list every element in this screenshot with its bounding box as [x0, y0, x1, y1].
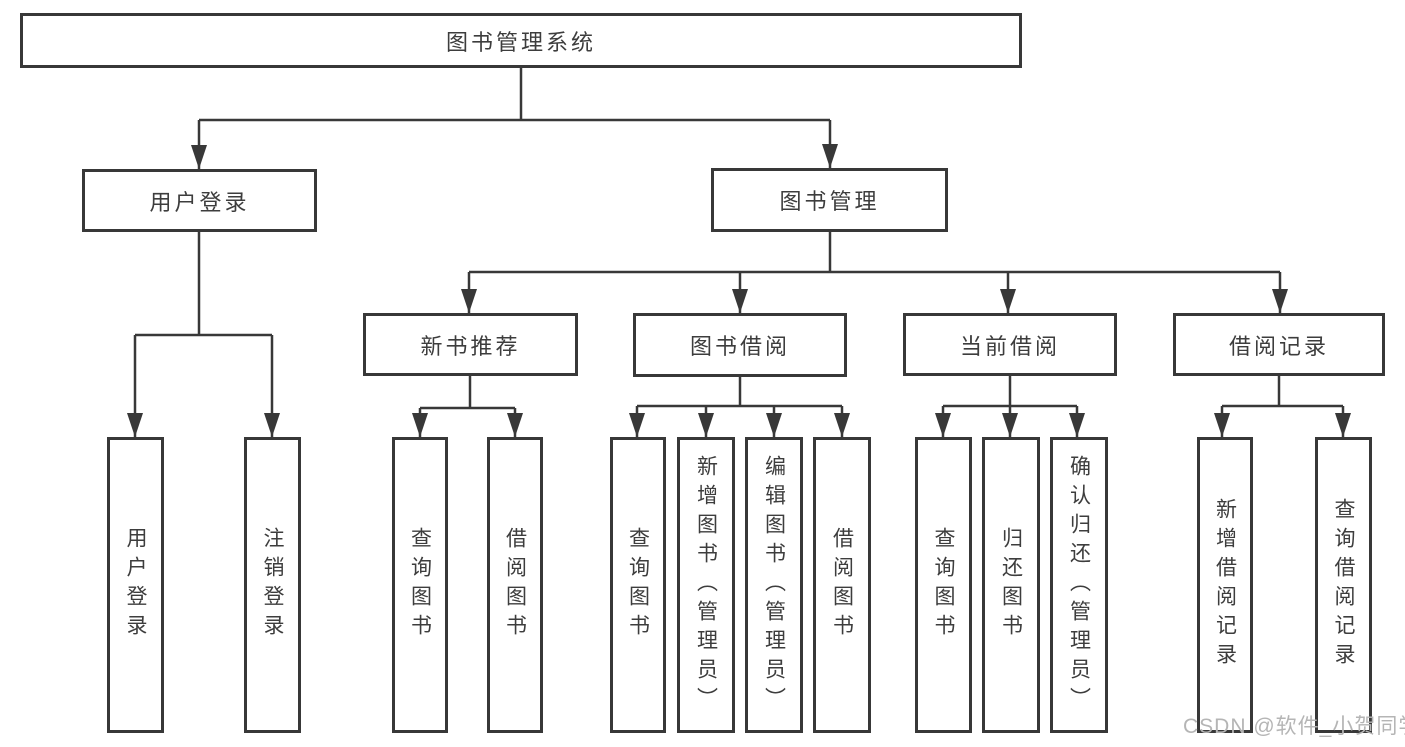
- leaf-query-book-2: 查询图书: [610, 437, 666, 733]
- node-borrow-record: 借阅记录: [1173, 313, 1385, 376]
- leaf-add-borrow-record: 新增借阅记录: [1197, 437, 1253, 733]
- leaf-return-book: 归还图书: [982, 437, 1040, 733]
- leaf-confirm-return-admin-label: 确认归还（管理员）: [1067, 454, 1091, 716]
- node-book-borrow: 图书借阅: [633, 313, 847, 377]
- leaf-query-book-3: 查询图书: [915, 437, 972, 733]
- leaf-add-borrow-record-label: 新增借阅记录: [1213, 498, 1237, 672]
- leaf-borrow-book-2-label: 借阅图书: [830, 527, 854, 643]
- leaf-query-borrow-record: 查询借阅记录: [1315, 437, 1372, 733]
- leaf-edit-book-admin-label: 编辑图书（管理员）: [762, 454, 786, 716]
- leaf-confirm-return-admin: 确认归还（管理员）: [1050, 437, 1108, 733]
- leaf-borrow-book-1: 借阅图书: [487, 437, 543, 733]
- node-book-management-label: 图书管理: [779, 189, 880, 214]
- leaf-borrow-book-2: 借阅图书: [813, 437, 871, 733]
- leaf-user-login: 用户登录: [107, 437, 164, 733]
- leaf-add-book-admin: 新增图书（管理员）: [677, 437, 735, 733]
- leaf-user-login-label: 用户登录: [124, 527, 147, 643]
- leaf-edit-book-admin: 编辑图书（管理员）: [745, 437, 803, 733]
- leaf-add-book-admin-label: 新增图书（管理员）: [694, 454, 718, 716]
- node-new-book-recommend: 新书推荐: [363, 313, 578, 376]
- node-borrow-record-label: 借阅记录: [1228, 333, 1329, 359]
- leaf-query-borrow-record-label: 查询借阅记录: [1332, 498, 1355, 672]
- leaf-query-book-1: 查询图书: [392, 437, 448, 733]
- csdn-watermark: CSDN @软件_小贺同学: [1183, 715, 1405, 738]
- node-current-borrow: 当前借阅: [903, 313, 1117, 376]
- leaf-logout-label: 注销登录: [261, 527, 284, 643]
- leaf-query-book-2-label: 查询图书: [626, 527, 650, 643]
- node-current-borrow-label: 当前借阅: [959, 333, 1060, 359]
- leaf-return-book-label: 归还图书: [999, 527, 1023, 643]
- leaf-borrow-book-1-label: 借阅图书: [503, 527, 527, 643]
- node-book-borrow-label: 图书借阅: [689, 334, 790, 359]
- node-root: 图书管理系统: [20, 13, 1022, 68]
- leaf-query-book-1-label: 查询图书: [408, 527, 432, 643]
- node-book-management: 图书管理: [711, 168, 948, 232]
- node-root-label: 图书管理系统: [445, 29, 596, 55]
- node-user-login: 用户登录: [82, 169, 317, 232]
- leaf-query-book-3-label: 查询图书: [932, 527, 955, 643]
- node-new-book-recommend-label: 新书推荐: [420, 333, 521, 359]
- leaf-logout: 注销登录: [244, 437, 301, 733]
- node-user-login-label: 用户登录: [149, 189, 250, 215]
